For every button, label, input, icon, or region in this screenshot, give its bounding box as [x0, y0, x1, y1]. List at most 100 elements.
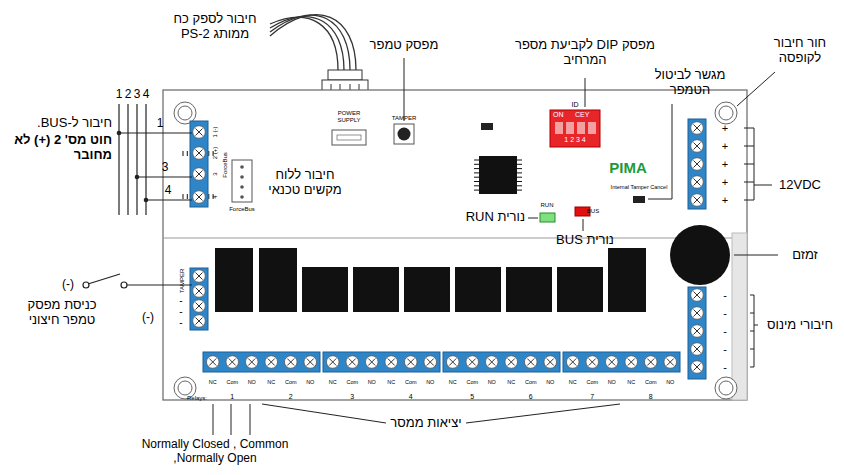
terminal-screw [226, 356, 239, 369]
terminal-screw [193, 126, 206, 139]
terminal-screw [466, 356, 479, 369]
relay [608, 248, 646, 312]
callout-label: 1 [116, 88, 123, 102]
forcebus-connector [232, 160, 252, 202]
terminal-screw [193, 315, 206, 328]
board-marking: - [723, 289, 727, 302]
terminal-screw [193, 122, 704, 374]
terminal-screw [589, 359, 596, 366]
board-marking: - [179, 295, 182, 307]
board-marking: 1 [230, 393, 234, 401]
bus-wire [127, 104, 128, 215]
terminal-screw [547, 359, 554, 366]
terminal-screw [505, 356, 518, 369]
terminal-screw [694, 125, 701, 132]
terminal-screw [304, 356, 317, 369]
board-marking: NC [209, 379, 217, 385]
terminal-screw [664, 356, 677, 369]
external-tamper-switch [83, 274, 192, 288]
bracket [750, 331, 754, 332]
power-cable [270, 15, 350, 70]
terminal-screw [691, 361, 704, 374]
board-marking: NO [666, 379, 674, 385]
board-marking: NO [248, 379, 256, 385]
microcontroller [187, 151, 188, 156]
callout-label: חיבורי מינוס [767, 318, 833, 333]
terminal-block [563, 352, 680, 372]
terminal-screw [193, 168, 206, 181]
terminal-screw [566, 356, 579, 369]
board-marking: TAMPER [392, 115, 417, 122]
terminal-screw [691, 325, 704, 338]
forcebus-connector [240, 195, 244, 199]
board-marking: 3 [212, 172, 219, 175]
power-connector [332, 130, 366, 145]
power-connector [332, 130, 366, 145]
terminal-screw [647, 359, 654, 366]
terminal-screw [287, 359, 294, 366]
mounting-hole [719, 381, 733, 395]
terminal-screw [466, 356, 479, 369]
callout-label: כניסת מפסק טמפר חיצוני [12, 298, 112, 328]
terminal-screw [569, 359, 576, 366]
terminal-screw [365, 356, 378, 369]
callout-label: חיבור ללוח מקשים טכנאי [258, 168, 353, 198]
terminal-screw [694, 346, 701, 353]
terminal-screw [388, 359, 395, 366]
callout-label: מפסק טמפר [370, 38, 439, 53]
terminal-screw [691, 176, 704, 189]
terminal-screw [385, 356, 398, 369]
terminal-screw [694, 197, 701, 204]
bracket [744, 164, 754, 165]
terminal-block [323, 352, 440, 372]
terminal-screw [196, 150, 203, 157]
board-marking: TAMPER [179, 269, 186, 294]
board-marking: Com [645, 379, 657, 385]
board-marking: 6 [529, 393, 533, 401]
wire-junction [117, 131, 122, 136]
callout-label: 12VDC [779, 178, 821, 193]
terminal-screw [404, 356, 417, 369]
terminal-screw [589, 359, 596, 366]
leader-line [250, 404, 251, 435]
terminal-screw [485, 356, 498, 369]
callout-label: חיבור ל-BUS. [37, 116, 112, 131]
microcontroller [517, 168, 522, 169]
microcontroller [517, 172, 522, 173]
board-marking: 3 [350, 393, 354, 401]
microcontroller [474, 164, 479, 165]
microcontroller [517, 164, 522, 165]
relay [557, 267, 603, 312]
terminal-screw [193, 191, 206, 204]
terminal-screw [365, 356, 378, 369]
terminal-screw [691, 140, 704, 153]
callout-label: מגשר לביטול הטמפר [645, 68, 735, 98]
terminal-screw [265, 356, 278, 369]
board-marking: ID [572, 101, 579, 109]
terminal-screw [694, 328, 701, 335]
microcontroller [183, 194, 184, 199]
power-cable [270, 15, 356, 70]
callout-label: 1 [157, 117, 164, 131]
terminal-screw [196, 171, 203, 178]
terminal-screw [625, 356, 638, 369]
microcontroller [474, 177, 479, 178]
bracket [744, 146, 754, 147]
relay [259, 248, 297, 312]
terminal-screw [691, 361, 704, 374]
terminal-screw [605, 356, 618, 369]
board-marking: PIMA [609, 159, 647, 176]
board-marking: Com [346, 379, 358, 385]
terminal-screw [368, 359, 375, 366]
terminal-screw [694, 310, 701, 317]
board-marking: CEY [575, 111, 589, 119]
terminal-screw [193, 270, 206, 283]
terminal-screw [196, 194, 203, 201]
forcebus-connector [240, 175, 244, 179]
terminal-screw [691, 140, 704, 153]
board-marking: - [179, 306, 182, 318]
terminal-screw [196, 273, 203, 280]
terminal-screw [193, 285, 206, 298]
dip-switch [555, 122, 563, 134]
terminal-screw [424, 356, 437, 369]
